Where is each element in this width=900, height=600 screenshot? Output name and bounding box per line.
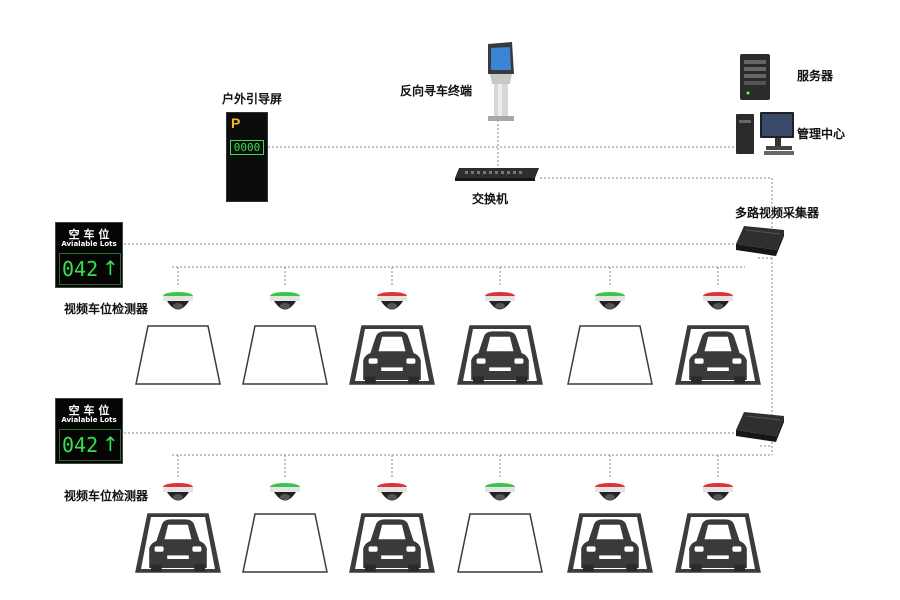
car-icon (581, 519, 639, 572)
lot-sign-title: 空 车 位 (68, 404, 110, 417)
parking-space-2-1 (135, 483, 221, 573)
kiosk-terminal-icon (488, 42, 514, 121)
parking-space-1-2 (242, 292, 328, 385)
lot-sign-count: 042 (62, 433, 99, 457)
parking-p-letter: P (231, 115, 241, 131)
desktop-computer-icon (736, 112, 794, 155)
dome-camera-icon (485, 483, 515, 501)
server-tower-icon (740, 54, 770, 100)
lot-count-sign-2: 空 车 位 Avialable Lots 042 ↑ (55, 398, 123, 464)
parking-space-1-6 (675, 292, 761, 385)
detector-row2-label: 视频车位检测器 (64, 489, 149, 503)
dome-camera-icon (377, 483, 407, 501)
dome-camera-icon (270, 292, 300, 310)
video-collector-label: 多路视频采集器 (735, 206, 820, 220)
outdoor-guidance-screen: P 0000 (226, 112, 268, 202)
parking-space-1-1 (135, 292, 221, 385)
dome-camera-icon (595, 292, 625, 310)
free-space (457, 513, 543, 573)
outdoor-screen-label: 户外引导屏 (222, 92, 283, 106)
lot-sign-subtitle: Avialable Lots (61, 240, 117, 248)
parking-space-1-3 (349, 292, 435, 385)
lot-sign-display: 042 ↑ (59, 253, 121, 285)
parking-space-1-5 (567, 292, 653, 385)
lot-count-sign-1: 空 车 位 Avialable Lots 042 ↑ (55, 222, 123, 288)
network-switch-icon (455, 168, 539, 181)
dome-camera-icon (703, 483, 733, 501)
lot-sign-subtitle: Avialable Lots (61, 416, 117, 424)
car-icon (363, 519, 421, 572)
arrow-up-icon: ↑ (102, 256, 119, 280)
car-icon (689, 519, 747, 572)
free-space (135, 325, 221, 385)
dome-camera-icon (163, 483, 193, 501)
dome-camera-icon (377, 292, 407, 310)
car-icon (689, 331, 747, 384)
video-collector-icon-1 (736, 226, 784, 256)
car-icon (471, 331, 529, 384)
lot-sign-display: 042 ↑ (59, 429, 121, 461)
dome-camera-icon (595, 483, 625, 501)
arrow-up-icon: ↑ (102, 432, 119, 456)
free-space (242, 513, 328, 573)
parking-space-2-4 (457, 483, 543, 573)
switch-label: 交换机 (472, 192, 509, 206)
dome-camera-icon (270, 483, 300, 501)
parking-space-2-2 (242, 483, 328, 573)
parking-space-2-3 (349, 483, 435, 573)
car-icon (149, 519, 207, 572)
free-space (567, 325, 653, 385)
dome-camera-icon (163, 292, 193, 310)
outdoor-screen-digits: 0000 (230, 140, 264, 155)
parking-space-2-5 (567, 483, 653, 573)
parking-space-1-4 (457, 292, 543, 385)
detector-row1-label: 视频车位检测器 (64, 302, 149, 316)
server-label: 服务器 (797, 69, 834, 83)
free-space (242, 325, 328, 385)
car-icon (363, 331, 421, 384)
lot-sign-count: 042 (62, 257, 99, 281)
dome-camera-icon (485, 292, 515, 310)
dome-camera-icon (703, 292, 733, 310)
video-collector-icon-2 (736, 412, 784, 442)
management-center-label: 管理中心 (797, 127, 846, 141)
parking-space-2-6 (675, 483, 761, 573)
reverse-terminal-label: 反向寻车终端 (400, 84, 473, 98)
lot-sign-title: 空 车 位 (68, 228, 110, 241)
